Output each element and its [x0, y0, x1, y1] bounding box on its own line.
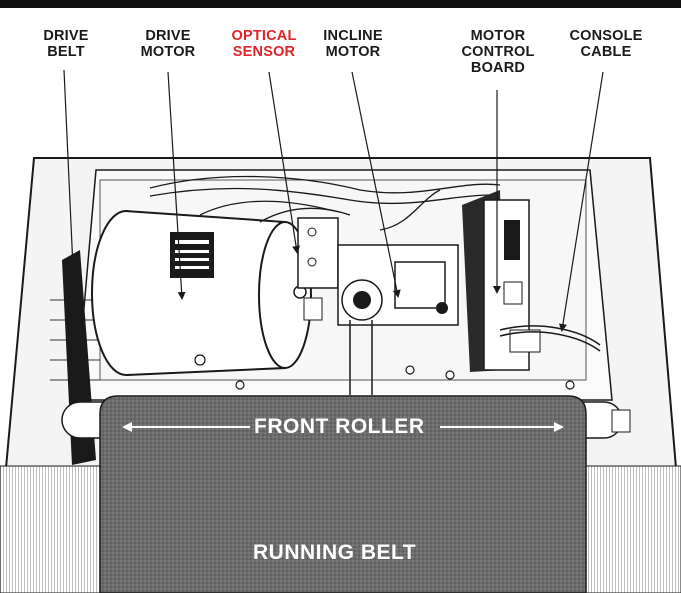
- incline-motor-shape: [337, 244, 459, 395]
- top-band: [0, 0, 681, 8]
- label-motor-control-board-line1: MOTOR: [470, 28, 526, 44]
- label-optical-sensor: OPTICAL SENSOR: [214, 28, 314, 60]
- drive-motor-shape: [91, 210, 312, 376]
- label-incline-motor-line1: INCLINE: [323, 28, 383, 44]
- wiring: [149, 175, 501, 231]
- optical-sensor-shape: [297, 217, 339, 321]
- label-motor-control-board-line2: CONTROL: [461, 44, 535, 60]
- callout-optical-sensor: [268, 71, 301, 254]
- bolts: [194, 354, 575, 390]
- label-drive-belt: DRIVE BELT: [26, 28, 106, 60]
- label-motor-control-board-line3: BOARD: [470, 60, 526, 76]
- label-drive-motor-line2: MOTOR: [140, 44, 196, 60]
- label-front-roller: FRONT ROLLER: [254, 415, 425, 438]
- callout-drive-belt: [63, 69, 78, 292]
- label-incline-motor: INCLINE MOTOR: [306, 28, 400, 60]
- left-rail: [0, 465, 101, 593]
- label-motor-control-board: MOTOR CONTROL BOARD: [446, 28, 550, 76]
- callout-drive-motor: [167, 71, 186, 300]
- running-belt-shape: [99, 395, 587, 593]
- label-console-cable: CONSOLE CABLE: [556, 28, 656, 60]
- label-drive-motor-line1: DRIVE: [145, 28, 191, 44]
- label-running-belt: RUNNING BELT: [253, 541, 417, 564]
- label-drive-belt-line2: BELT: [47, 44, 85, 60]
- label-console-cable-line1: CONSOLE: [569, 28, 643, 44]
- label-optical-sensor-line1: OPTICAL: [231, 28, 297, 44]
- callout-console-cable: [558, 71, 604, 332]
- motor-control-board-shape: [462, 190, 541, 372]
- callout-incline-motor: [351, 71, 401, 298]
- right-rail: [585, 465, 681, 593]
- label-drive-motor: DRIVE MOTOR: [128, 28, 208, 60]
- label-drive-belt-line1: DRIVE: [43, 28, 89, 44]
- label-incline-motor-line2: MOTOR: [325, 44, 381, 60]
- label-console-cable-line2: CABLE: [580, 44, 632, 60]
- console-cable-shape: [499, 325, 601, 346]
- label-optical-sensor-line2: SENSOR: [232, 44, 296, 60]
